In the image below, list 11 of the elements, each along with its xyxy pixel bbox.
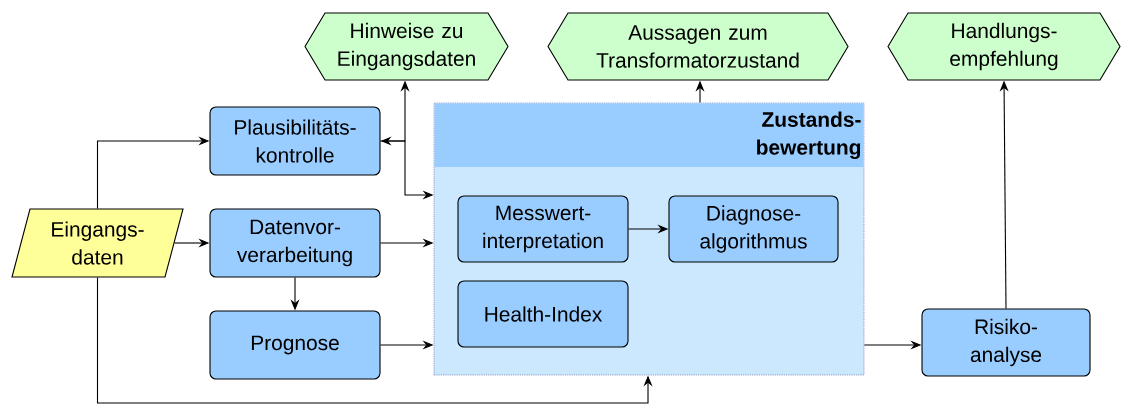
process-box: Diagnose- algorithmus <box>668 195 839 263</box>
process-box: Prognose <box>209 310 381 380</box>
process-box: Plausibilitäts- kontrolle <box>209 106 381 176</box>
hexagon-box: Handlungs- empfehlung <box>887 12 1121 81</box>
process-box: Datenvor- verarbeitung <box>209 208 381 278</box>
process-box: Messwert- interpretation <box>457 195 629 263</box>
process-box: Risiko- analyse <box>921 308 1091 377</box>
input-parallelogram: Eingangs- daten <box>11 208 184 278</box>
hexagon-box: Aussagen zum Transformatorzustand <box>547 12 849 81</box>
hexagon-box: Hinweise zu Eingangsdaten <box>304 12 509 81</box>
process-box: Health-Index <box>457 280 629 348</box>
